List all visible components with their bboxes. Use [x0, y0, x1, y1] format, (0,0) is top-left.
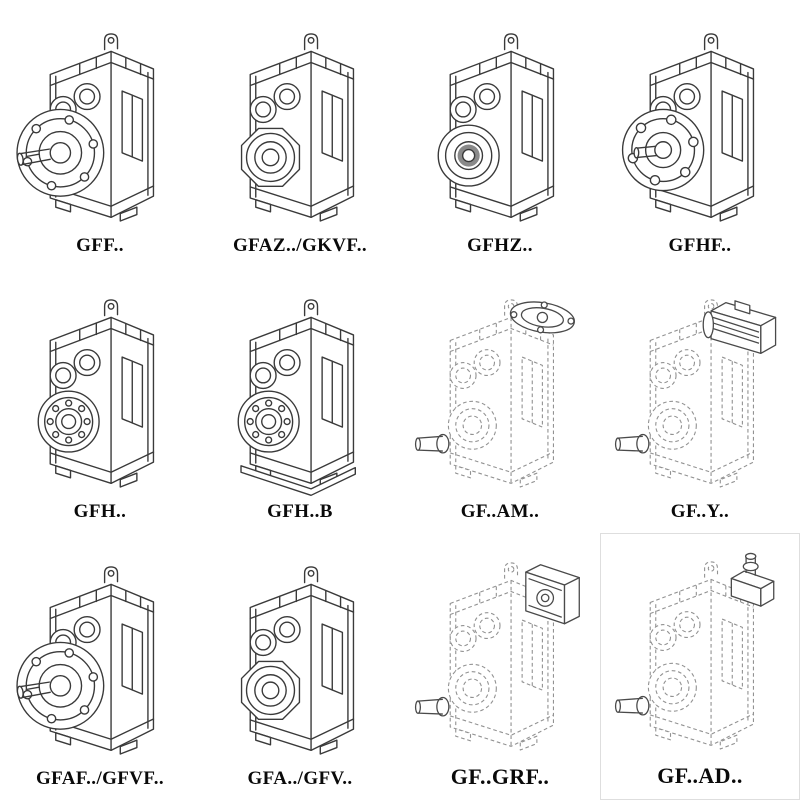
model-label-gfa-gfv: GFA../GFV..	[247, 767, 353, 789]
product-cell-gfaf-gfvf: GFAF../GFVF..	[0, 533, 200, 800]
product-cell-gfhf: GFHF..	[600, 0, 800, 267]
gearbox-motor-adapter-flange-drawing	[406, 287, 594, 499]
gearbox-flange-shaft-drawing	[6, 554, 194, 766]
model-label-gfhz: GFHZ..	[467, 234, 533, 256]
product-cell-gfh-b: GFH..B	[200, 267, 400, 534]
product-cell-gf-ad: GF..AD..	[600, 533, 800, 800]
model-label-gfh: GFH..	[73, 501, 127, 523]
product-cell-gf-y: GF..Y..	[600, 267, 800, 534]
gearbox-hollow-octagon-drawing	[206, 554, 394, 766]
product-cell-gff: GFF..	[0, 0, 200, 267]
product-cell-gf-grf: GF..GRF..	[400, 533, 600, 800]
model-label-gf-y: GF..Y..	[670, 501, 730, 523]
gearbox-mounted-motor-drawing	[606, 287, 794, 499]
gearbox-hollow-bearing-foot-drawing	[206, 287, 394, 499]
gearbox-hollow-octagon-drawing	[206, 21, 394, 233]
gearbox-hollow-bearing-drawing	[6, 287, 194, 499]
model-label-gfaf-gfvf: GFAF../GFVF..	[35, 767, 164, 789]
model-label-gf-ad: GF..AD..	[657, 762, 743, 788]
product-cell-gf-am: GF..AM..	[400, 267, 600, 534]
model-label-gf-grf: GF..GRF..	[450, 763, 550, 789]
gearbox-adapter-box-drawing	[406, 550, 594, 762]
model-label-gff: GFF..	[76, 234, 124, 256]
gearbox-hollow-rings-drawing	[406, 21, 594, 233]
product-cell-gfh: GFH..	[0, 267, 200, 534]
gearbox-flange-shaft-drawing	[6, 21, 194, 233]
model-label-gfh-b: GFH..B	[267, 501, 333, 523]
model-label-gfaz-gkvf: GFAZ../GKVF..	[233, 234, 367, 256]
model-label-gf-am: GF..AM..	[460, 501, 540, 523]
model-label-gfhf: GFHF..	[668, 234, 732, 256]
product-cell-gfhz: GFHZ..	[400, 0, 600, 267]
gearbox-input-shaft-top-drawing	[606, 549, 794, 761]
gearbox-side-flange-drawing	[606, 21, 794, 233]
product-cell-gfaz-gkvf: GFAZ../GKVF..	[200, 0, 400, 267]
product-cell-gfa-gfv: GFA../GFV..	[200, 533, 400, 800]
